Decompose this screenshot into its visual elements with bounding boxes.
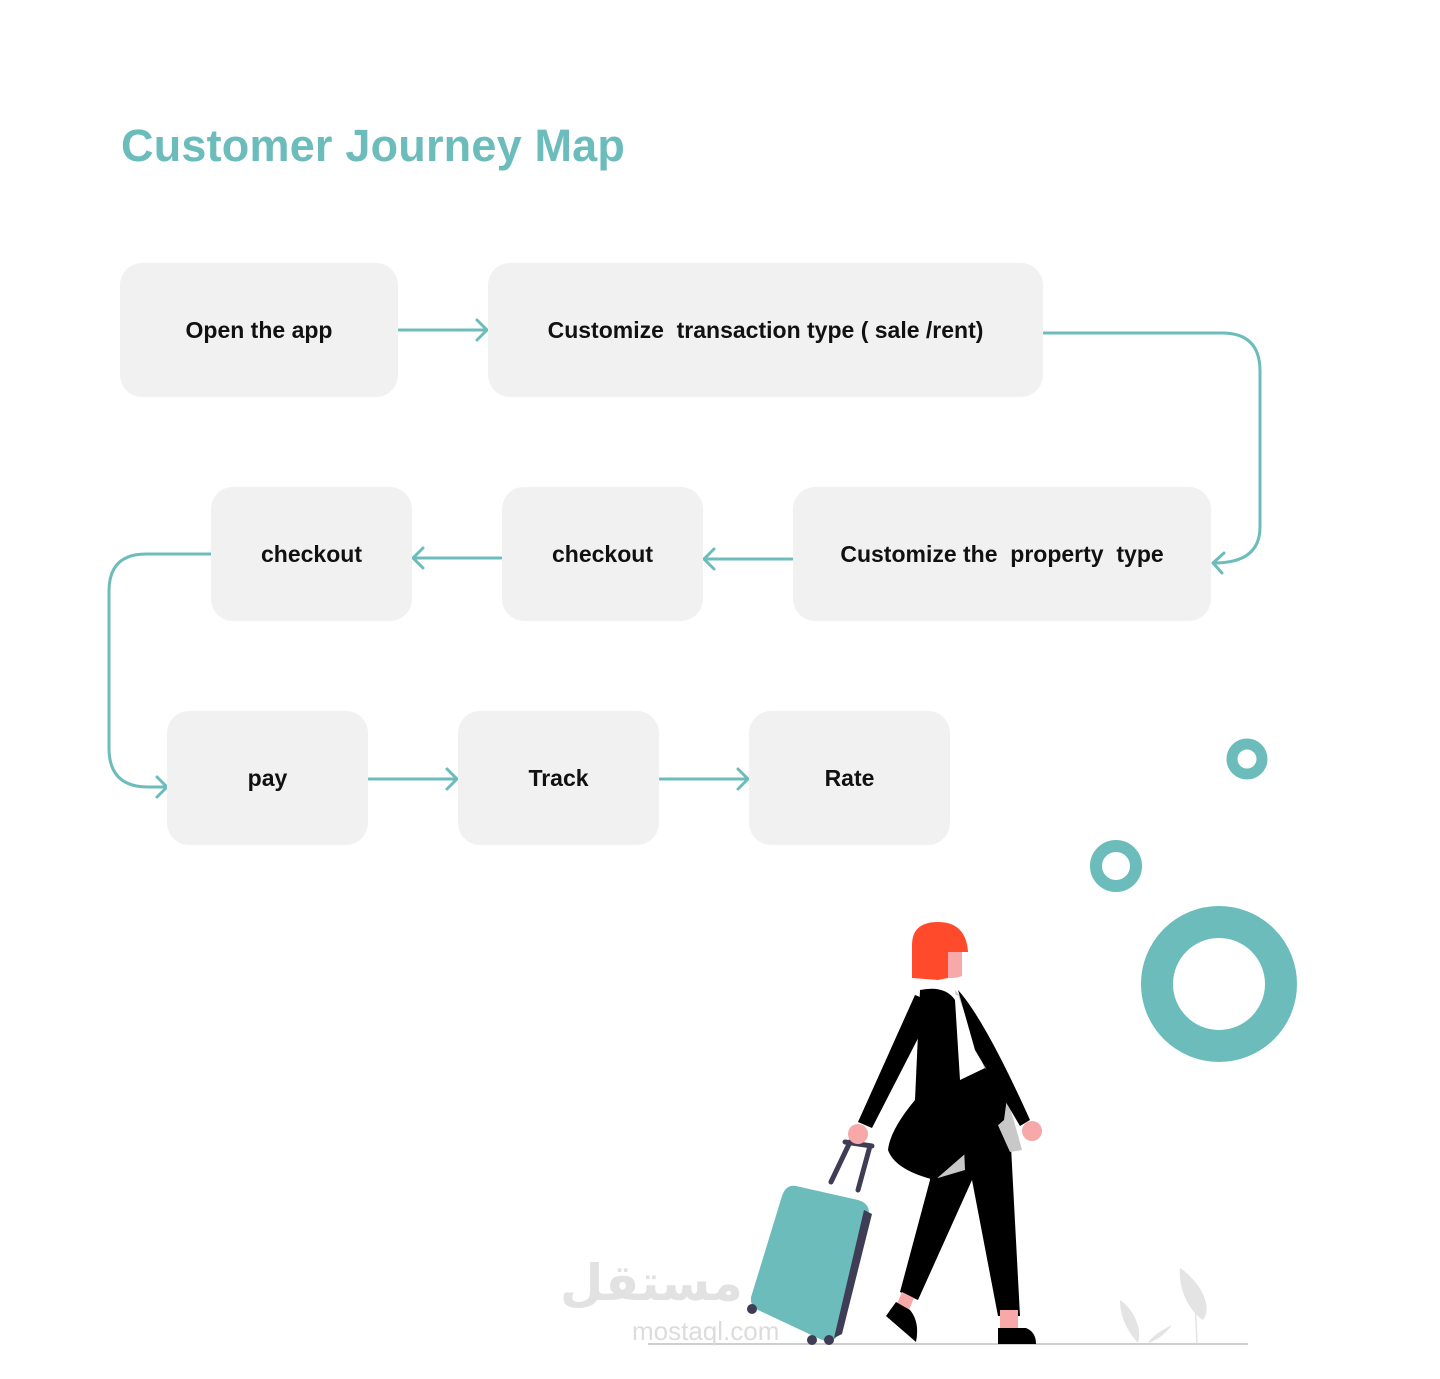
- page-title: Customer Journey Map: [121, 120, 626, 171]
- step-pay: pay: [167, 711, 368, 845]
- arrow-checkout-to-checkout: [411, 546, 503, 570]
- person-icon: [848, 922, 1042, 1344]
- step-label: Customize the property type: [840, 540, 1164, 567]
- step-checkout-first: checkout: [211, 487, 412, 621]
- arrow-open-to-transaction: [397, 318, 489, 342]
- step-label: checkout: [552, 540, 653, 567]
- suitcase-icon: [747, 1139, 875, 1345]
- watermark-logo-arabic: مستقل: [560, 1254, 743, 1312]
- step-checkout-second: checkout: [502, 487, 703, 621]
- step-label: Rate: [824, 764, 875, 791]
- arrow-pay-to-track: [367, 767, 459, 791]
- step-rate: Rate: [749, 711, 950, 845]
- step-property-type: Customize the property type: [793, 487, 1211, 621]
- ring-small-icon: [1226, 738, 1268, 780]
- plant-icon: [1120, 1268, 1207, 1344]
- step-label: pay: [247, 764, 288, 791]
- step-label: Customize transaction type ( sale /rent): [547, 316, 984, 343]
- arrow-property-to-checkout: [702, 547, 794, 571]
- step-label: Open the app: [185, 316, 333, 343]
- arrow-track-to-rate: [658, 767, 750, 791]
- step-label: Track: [528, 764, 589, 791]
- ring-large-icon: [1141, 906, 1297, 1062]
- step-transaction-type: Customize transaction type ( sale /rent): [488, 263, 1043, 397]
- watermark-logo-latin: mostaql.com: [632, 1316, 780, 1346]
- step-open-app: Open the app: [120, 263, 398, 397]
- step-label: checkout: [261, 540, 362, 567]
- ring-medium-icon: [1090, 840, 1142, 892]
- step-track: Track: [458, 711, 659, 845]
- arrow-transaction-to-property: [1042, 331, 1262, 575]
